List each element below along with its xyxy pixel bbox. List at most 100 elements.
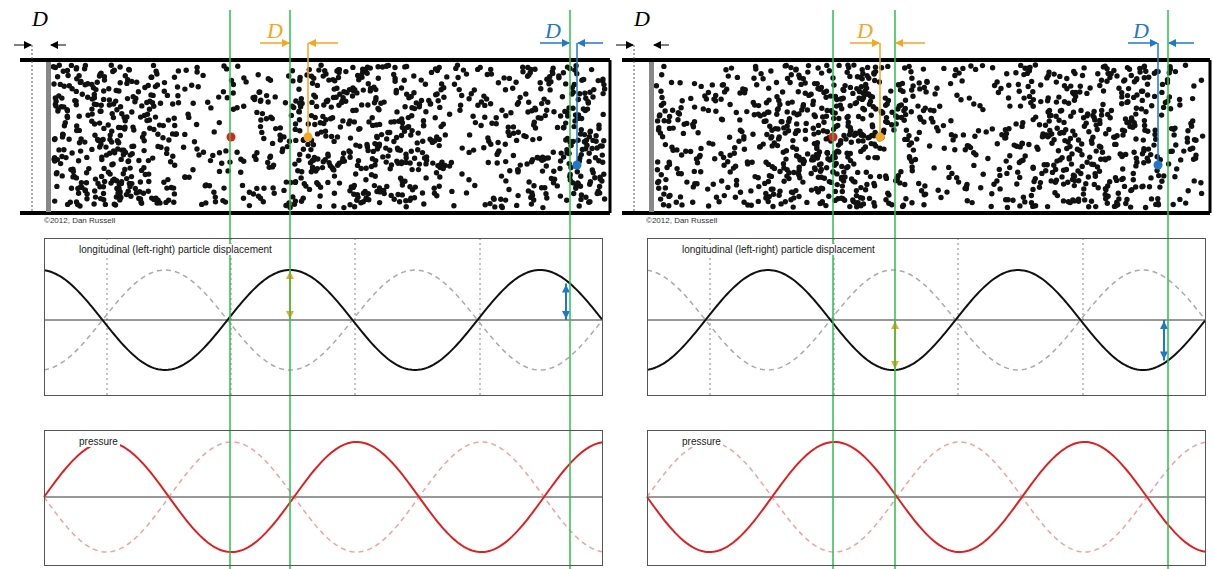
air-particle	[51, 81, 56, 86]
air-particle	[196, 84, 201, 89]
air-particle	[136, 158, 141, 163]
air-particle	[1081, 115, 1086, 120]
air-particle	[952, 147, 957, 152]
air-particle	[872, 78, 877, 83]
air-particle	[1139, 184, 1144, 189]
air-particle	[374, 189, 379, 194]
air-particle	[1006, 95, 1011, 100]
air-particle	[929, 116, 934, 121]
air-particle	[175, 84, 180, 89]
air-particle	[77, 114, 82, 119]
air-particle	[332, 191, 337, 196]
air-particle	[92, 188, 97, 193]
air-particle	[420, 139, 425, 144]
air-particle	[492, 204, 497, 209]
air-particle	[118, 80, 123, 85]
air-particle	[921, 66, 926, 71]
air-particle	[329, 134, 334, 139]
air-particle	[602, 196, 607, 201]
air-particle	[579, 78, 584, 83]
air-particle	[1120, 166, 1125, 171]
air-particle	[992, 83, 997, 88]
air-particle	[66, 137, 71, 142]
air-particle	[122, 125, 127, 130]
air-particle	[1114, 73, 1119, 78]
air-particle	[481, 93, 486, 98]
air-particle	[601, 172, 606, 177]
air-particle	[352, 119, 357, 124]
air-particle	[395, 147, 400, 152]
air-particle	[570, 180, 575, 185]
air-particle	[923, 105, 928, 110]
air-particle	[960, 66, 965, 71]
air-particle	[511, 153, 516, 158]
air-particle	[297, 152, 302, 157]
air-particle	[61, 84, 66, 89]
air-particle	[1047, 133, 1052, 138]
air-particle	[129, 109, 134, 114]
air-particle	[1047, 118, 1052, 123]
air-particle	[217, 169, 222, 174]
air-particle	[883, 103, 888, 108]
air-particle	[1185, 128, 1190, 133]
air-particle	[756, 184, 761, 189]
air-particle	[1113, 203, 1118, 208]
air-particle	[241, 196, 246, 201]
air-particle	[819, 70, 824, 75]
air-particle	[291, 105, 296, 110]
air-particle	[794, 153, 799, 158]
air-particle	[499, 173, 504, 178]
air-particle	[171, 200, 176, 205]
air-particle	[399, 85, 404, 90]
air-particle	[72, 98, 77, 103]
air-particle	[182, 86, 187, 91]
air-particle	[593, 139, 598, 144]
air-particle	[589, 146, 594, 151]
air-particle	[91, 201, 96, 206]
air-particle	[865, 65, 870, 70]
air-particle	[718, 151, 723, 156]
air-particle	[839, 176, 844, 181]
air-particle	[990, 65, 995, 70]
air-particle	[840, 189, 845, 194]
air-particle	[1125, 93, 1130, 98]
air-particle	[182, 132, 187, 137]
air-particle	[848, 85, 853, 90]
air-particle	[366, 119, 371, 124]
air-particle	[744, 109, 749, 114]
air-particle	[1191, 83, 1196, 88]
air-particle	[475, 103, 480, 108]
air-particle	[922, 192, 927, 197]
air-particle	[1030, 89, 1035, 94]
air-particle	[455, 75, 460, 80]
air-particle	[95, 80, 100, 85]
air-particle	[820, 114, 825, 119]
air-particle	[742, 147, 747, 152]
air-particle	[544, 77, 549, 82]
air-particle	[139, 103, 144, 108]
air-particle	[601, 138, 606, 143]
air-particle	[231, 107, 236, 112]
air-particle	[764, 132, 769, 137]
air-particle	[254, 186, 259, 191]
air-particle	[281, 134, 286, 139]
air-particle	[192, 139, 197, 144]
air-particle	[489, 121, 494, 126]
air-particle	[508, 110, 513, 115]
air-particle	[1141, 137, 1146, 142]
air-particle	[93, 87, 98, 92]
air-particle	[365, 144, 370, 149]
air-particle	[1134, 76, 1139, 81]
air-particle	[268, 78, 273, 83]
air-particle	[409, 128, 414, 133]
air-particle	[63, 120, 68, 125]
air-particle	[329, 104, 334, 109]
air-particle	[59, 104, 64, 109]
air-particle	[412, 156, 417, 161]
air-particle	[392, 79, 397, 84]
air-particle	[836, 149, 841, 154]
air-particle	[540, 168, 545, 173]
air-particle	[199, 202, 204, 207]
air-particle	[61, 147, 66, 152]
air-particle	[1142, 118, 1147, 123]
